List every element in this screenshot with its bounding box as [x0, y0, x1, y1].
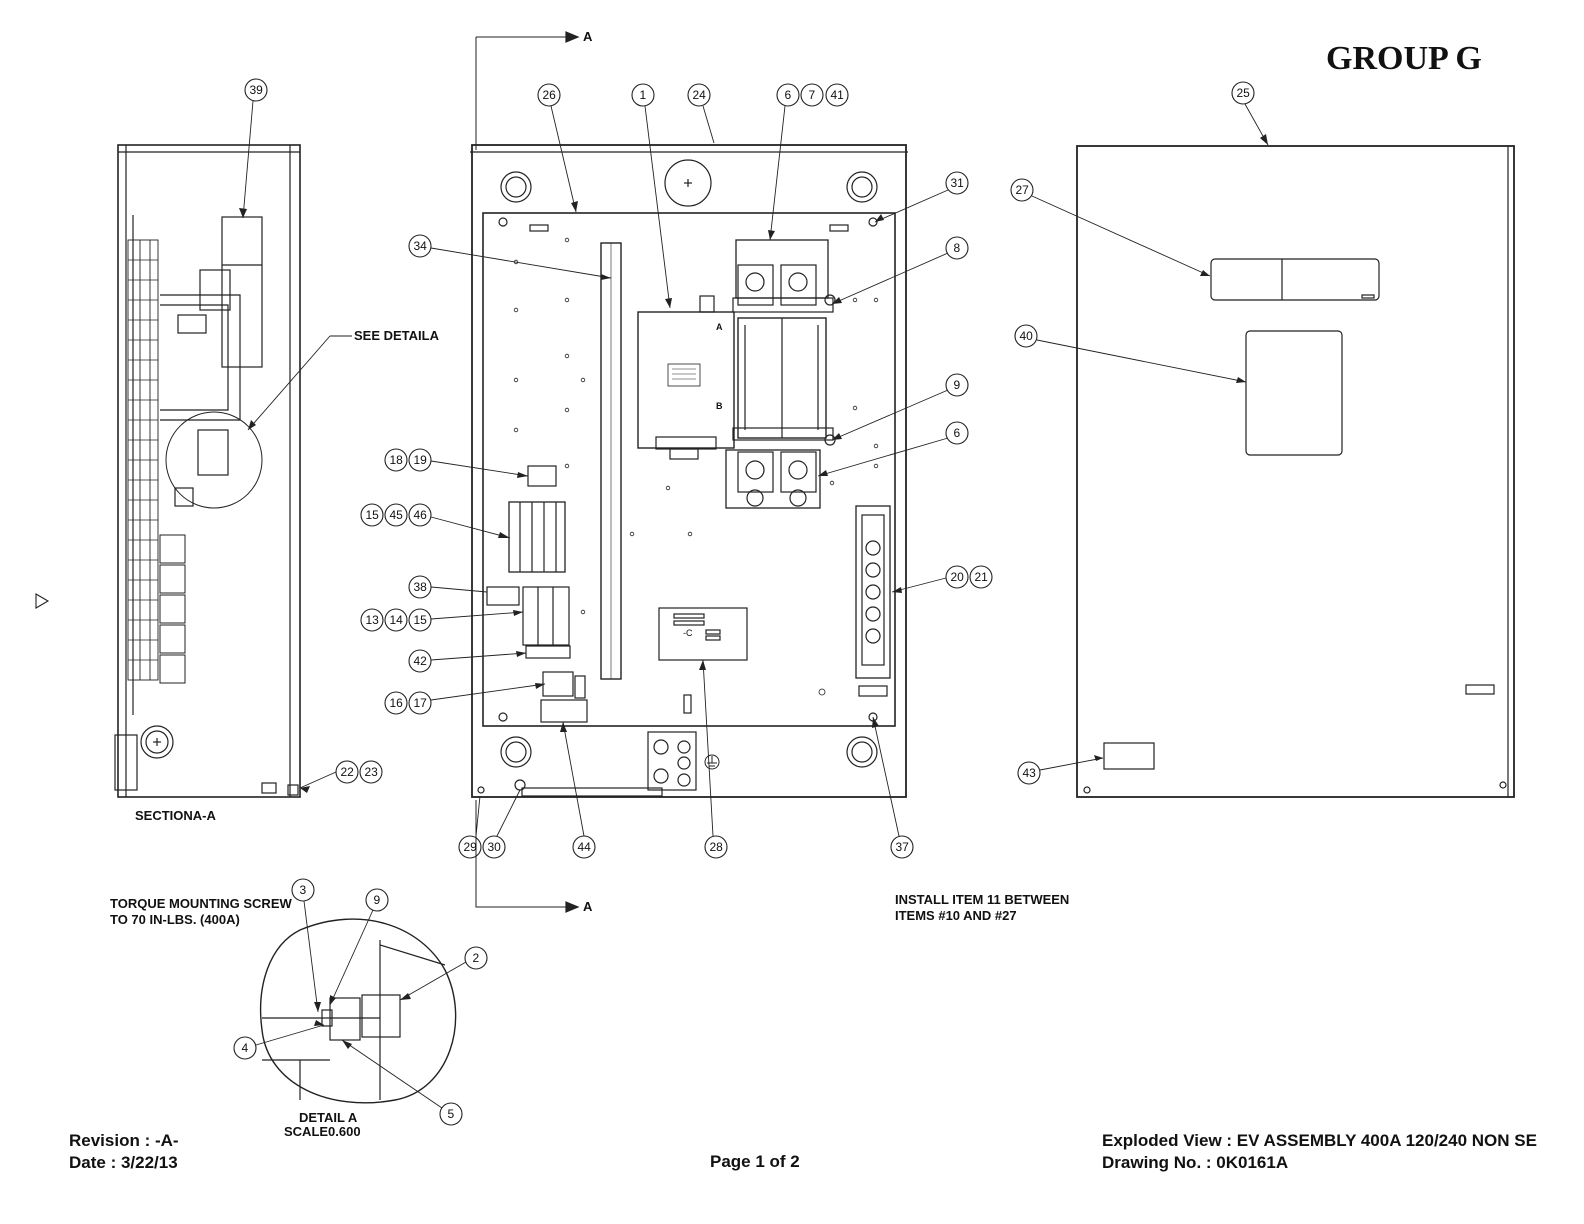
- drawing-number: Drawing No. : 0K0161A: [1102, 1153, 1289, 1172]
- see-detail-suffix: A: [429, 328, 439, 343]
- callout-46: 46: [413, 508, 427, 522]
- front-view-enclosure: [470, 31, 908, 913]
- detail-callout-3: 3: [299, 883, 307, 897]
- section-marker-bottom: A: [583, 899, 593, 914]
- callout-45: 45: [389, 508, 403, 522]
- callout-28: 28: [709, 840, 723, 854]
- torque-note-line1: TORQUE MOUNTING SCREW: [110, 896, 292, 911]
- panel-letter-a: A: [716, 322, 723, 332]
- callout-25: 25: [1236, 86, 1250, 100]
- callout-6-lower: 6: [953, 426, 961, 440]
- callout-23: 23: [364, 765, 378, 779]
- callout-16: 16: [389, 696, 403, 710]
- callout-39: 39: [249, 83, 263, 97]
- detail-scale: SCALE0.600: [284, 1124, 361, 1139]
- callout-34: 34: [413, 239, 427, 253]
- detail-title: DETAIL A: [299, 1110, 358, 1125]
- see-detail-text: SEE DETAIL: [354, 328, 430, 343]
- ground-symbol-icon: [704, 754, 720, 770]
- play-triangle-icon: [35, 593, 50, 609]
- install-note: INSTALL ITEM 11 BETWEEN ITEMS #10 AND #2…: [895, 892, 1069, 924]
- callout-20: 20: [950, 570, 964, 584]
- callout-18: 18: [389, 453, 403, 467]
- detail-callout-2: 2: [472, 951, 480, 965]
- detail-callout-5: 5: [447, 1107, 455, 1121]
- callout-31: 31: [950, 176, 964, 190]
- section-label: SECTIONA-A: [135, 808, 216, 823]
- callout-13: 13: [365, 613, 379, 627]
- callout-15-b: 15: [413, 613, 427, 627]
- callout-43: 43: [1022, 766, 1036, 780]
- callout-38: 38: [413, 580, 427, 594]
- callout-circles: [233, 78, 1255, 1126]
- callout-40: 40: [1019, 329, 1033, 343]
- torque-note-line2: TO 70 IN-LBS. (400A): [110, 912, 240, 927]
- detail-a-view: [259, 918, 457, 1104]
- callout-37: 37: [895, 840, 909, 854]
- label-c: -C: [683, 628, 693, 638]
- page-number: Page 1 of 2: [710, 1152, 800, 1171]
- callout-15-a: 15: [365, 508, 379, 522]
- callout-17: 17: [413, 696, 427, 710]
- callout-29: 29: [463, 840, 477, 854]
- see-detail-label: SEE DETAILA: [354, 328, 439, 344]
- detail-callout-9: 9: [373, 893, 381, 907]
- title-block: Exploded View : EV ASSEMBLY 400A 120/240…: [1102, 1130, 1537, 1174]
- panel-letter-b: B: [716, 401, 723, 411]
- callout-26: 26: [542, 88, 556, 102]
- callout-42: 42: [413, 654, 427, 668]
- callout-21: 21: [974, 570, 988, 584]
- callout-27: 27: [1015, 183, 1029, 197]
- callout-41: 41: [830, 88, 844, 102]
- section-a-a-view: [114, 144, 301, 798]
- install-note-line1: INSTALL ITEM 11 BETWEEN: [895, 892, 1070, 907]
- torque-note: TORQUE MOUNTING SCREW TO 70 IN-LBS. (400…: [110, 896, 292, 928]
- callout-9: 9: [953, 378, 961, 392]
- callout-1: 1: [639, 88, 647, 102]
- group-title: GROUP G: [1326, 40, 1482, 77]
- callout-30: 30: [487, 840, 501, 854]
- callout-14: 14: [389, 613, 403, 627]
- detail-callout-4: 4: [241, 1041, 249, 1055]
- callout-8: 8: [953, 241, 961, 255]
- callout-22: 22: [340, 765, 354, 779]
- callout-44: 44: [577, 840, 591, 854]
- revision-block: Revision : -A- Date : 3/22/13: [69, 1130, 179, 1174]
- drawing-title: Exploded View : EV ASSEMBLY 400A 120/240…: [1102, 1131, 1537, 1150]
- revision-text: Revision : -A-: [69, 1131, 179, 1150]
- section-marker-top: A: [583, 29, 593, 44]
- door-view: [1076, 145, 1515, 798]
- callout-7: 7: [808, 88, 816, 102]
- date-text: Date : 3/22/13: [69, 1153, 178, 1172]
- callout-6-top: 6: [784, 88, 792, 102]
- callout-19: 19: [413, 453, 427, 467]
- callout-24: 24: [692, 88, 706, 102]
- leader-lines: [242, 100, 1269, 1109]
- install-note-line2: ITEMS #10 AND #27: [895, 908, 1017, 923]
